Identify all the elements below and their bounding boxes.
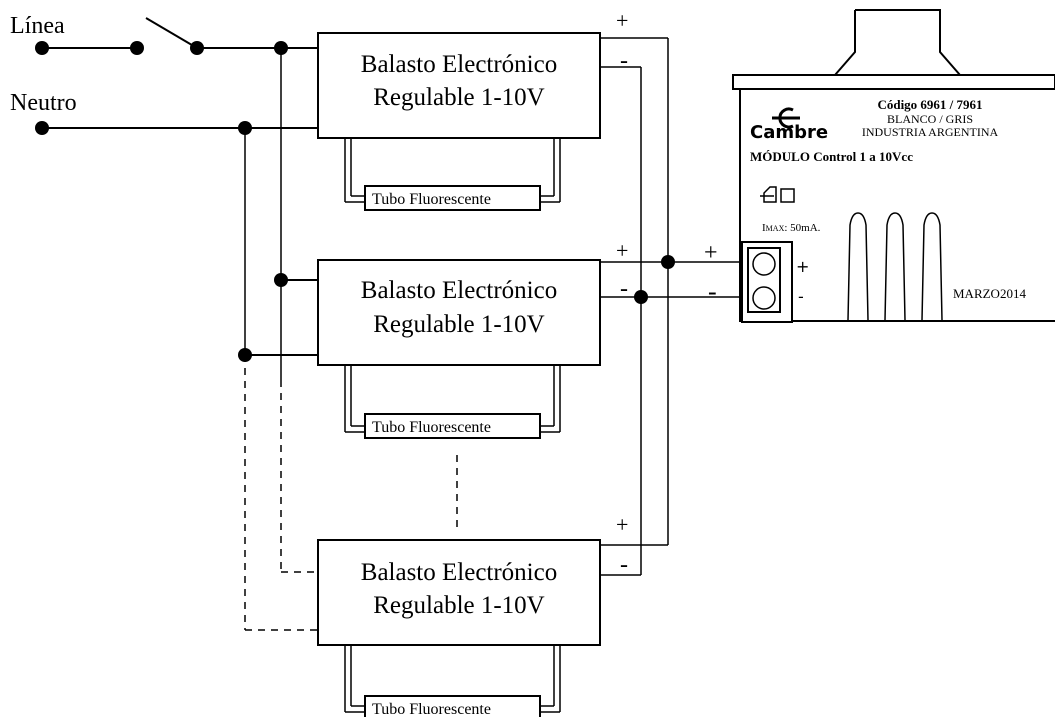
ballast-3: Balasto Electrónico Regulable 1-10V [317, 539, 601, 646]
plus-sign: + [704, 240, 718, 266]
line-switch [35, 17, 318, 55]
line-label: Línea [10, 13, 65, 39]
module-colors: BLANCO / GRIS [887, 112, 973, 126]
control-plus-bus [600, 37, 742, 546]
module-name: MÓDULO Control 1 a 10Vcc [750, 149, 913, 164]
neutral-bus [238, 121, 318, 631]
neutral-terminal-dot [35, 121, 49, 135]
plus-sign: + [616, 8, 628, 33]
minus-sign: - [708, 277, 717, 306]
terminal-screw-plus [752, 252, 776, 276]
ballast-subtitle: Regulable 1-10V [373, 592, 544, 619]
control-minus-bus [600, 66, 742, 576]
module-origin: INDUSTRIA ARGENTINA [862, 125, 999, 139]
cambre-logo: Cambre [750, 107, 828, 143]
module-date: MARZO2014 [953, 286, 1026, 301]
minus-sign: - [620, 552, 628, 578]
minus-sign: - [620, 48, 628, 74]
plus-sign: + [616, 512, 628, 537]
tube-label: Tubo Fluorescente [372, 701, 491, 717]
terminal-minus-label: - [798, 287, 804, 306]
switch-lever [145, 17, 198, 49]
brand-name: Cambre [750, 122, 828, 143]
tube-2: Tubo Fluorescente [344, 365, 561, 439]
door-icon [760, 186, 777, 203]
control-module: Cambre Código 6961 / 7961 BLANCO / GRIS … [732, 9, 1055, 323]
ballast-1: Balasto Electrónico Regulable 1-10V [317, 32, 601, 139]
ballast-title: Balasto Electrónico [361, 51, 557, 78]
tube-3: Tubo Fluorescente [344, 645, 561, 717]
slider-grooves [847, 212, 943, 321]
terminal-screw-minus [752, 286, 776, 310]
line-bus [274, 41, 318, 573]
tube-label: Tubo Fluorescente [372, 191, 491, 208]
line-terminal-dot [35, 41, 49, 55]
square-icon [780, 188, 795, 203]
neutral-wire [35, 121, 318, 135]
terminal-block: + - [741, 241, 809, 323]
tube-1: Tubo Fluorescente [344, 138, 561, 211]
minus-sign: - [620, 276, 628, 302]
plus-sign: + [616, 238, 628, 263]
ballast-title: Balasto Electrónico [361, 277, 557, 304]
imax-label: IMAX: 50mA. [762, 222, 821, 234]
ballast-subtitle: Regulable 1-10V [373, 311, 544, 338]
switch-contact-dot [130, 41, 144, 55]
module-code: Código 6961 / 7961 [877, 97, 982, 112]
tube-label: Tubo Fluorescente [372, 419, 491, 436]
ballast-2: Balasto Electrónico Regulable 1-10V [317, 259, 601, 366]
ballast-title: Balasto Electrónico [361, 559, 557, 586]
ballast-subtitle: Regulable 1-10V [373, 84, 544, 111]
neutral-label: Neutro [10, 90, 77, 116]
terminal-plus-label: + [796, 257, 809, 276]
